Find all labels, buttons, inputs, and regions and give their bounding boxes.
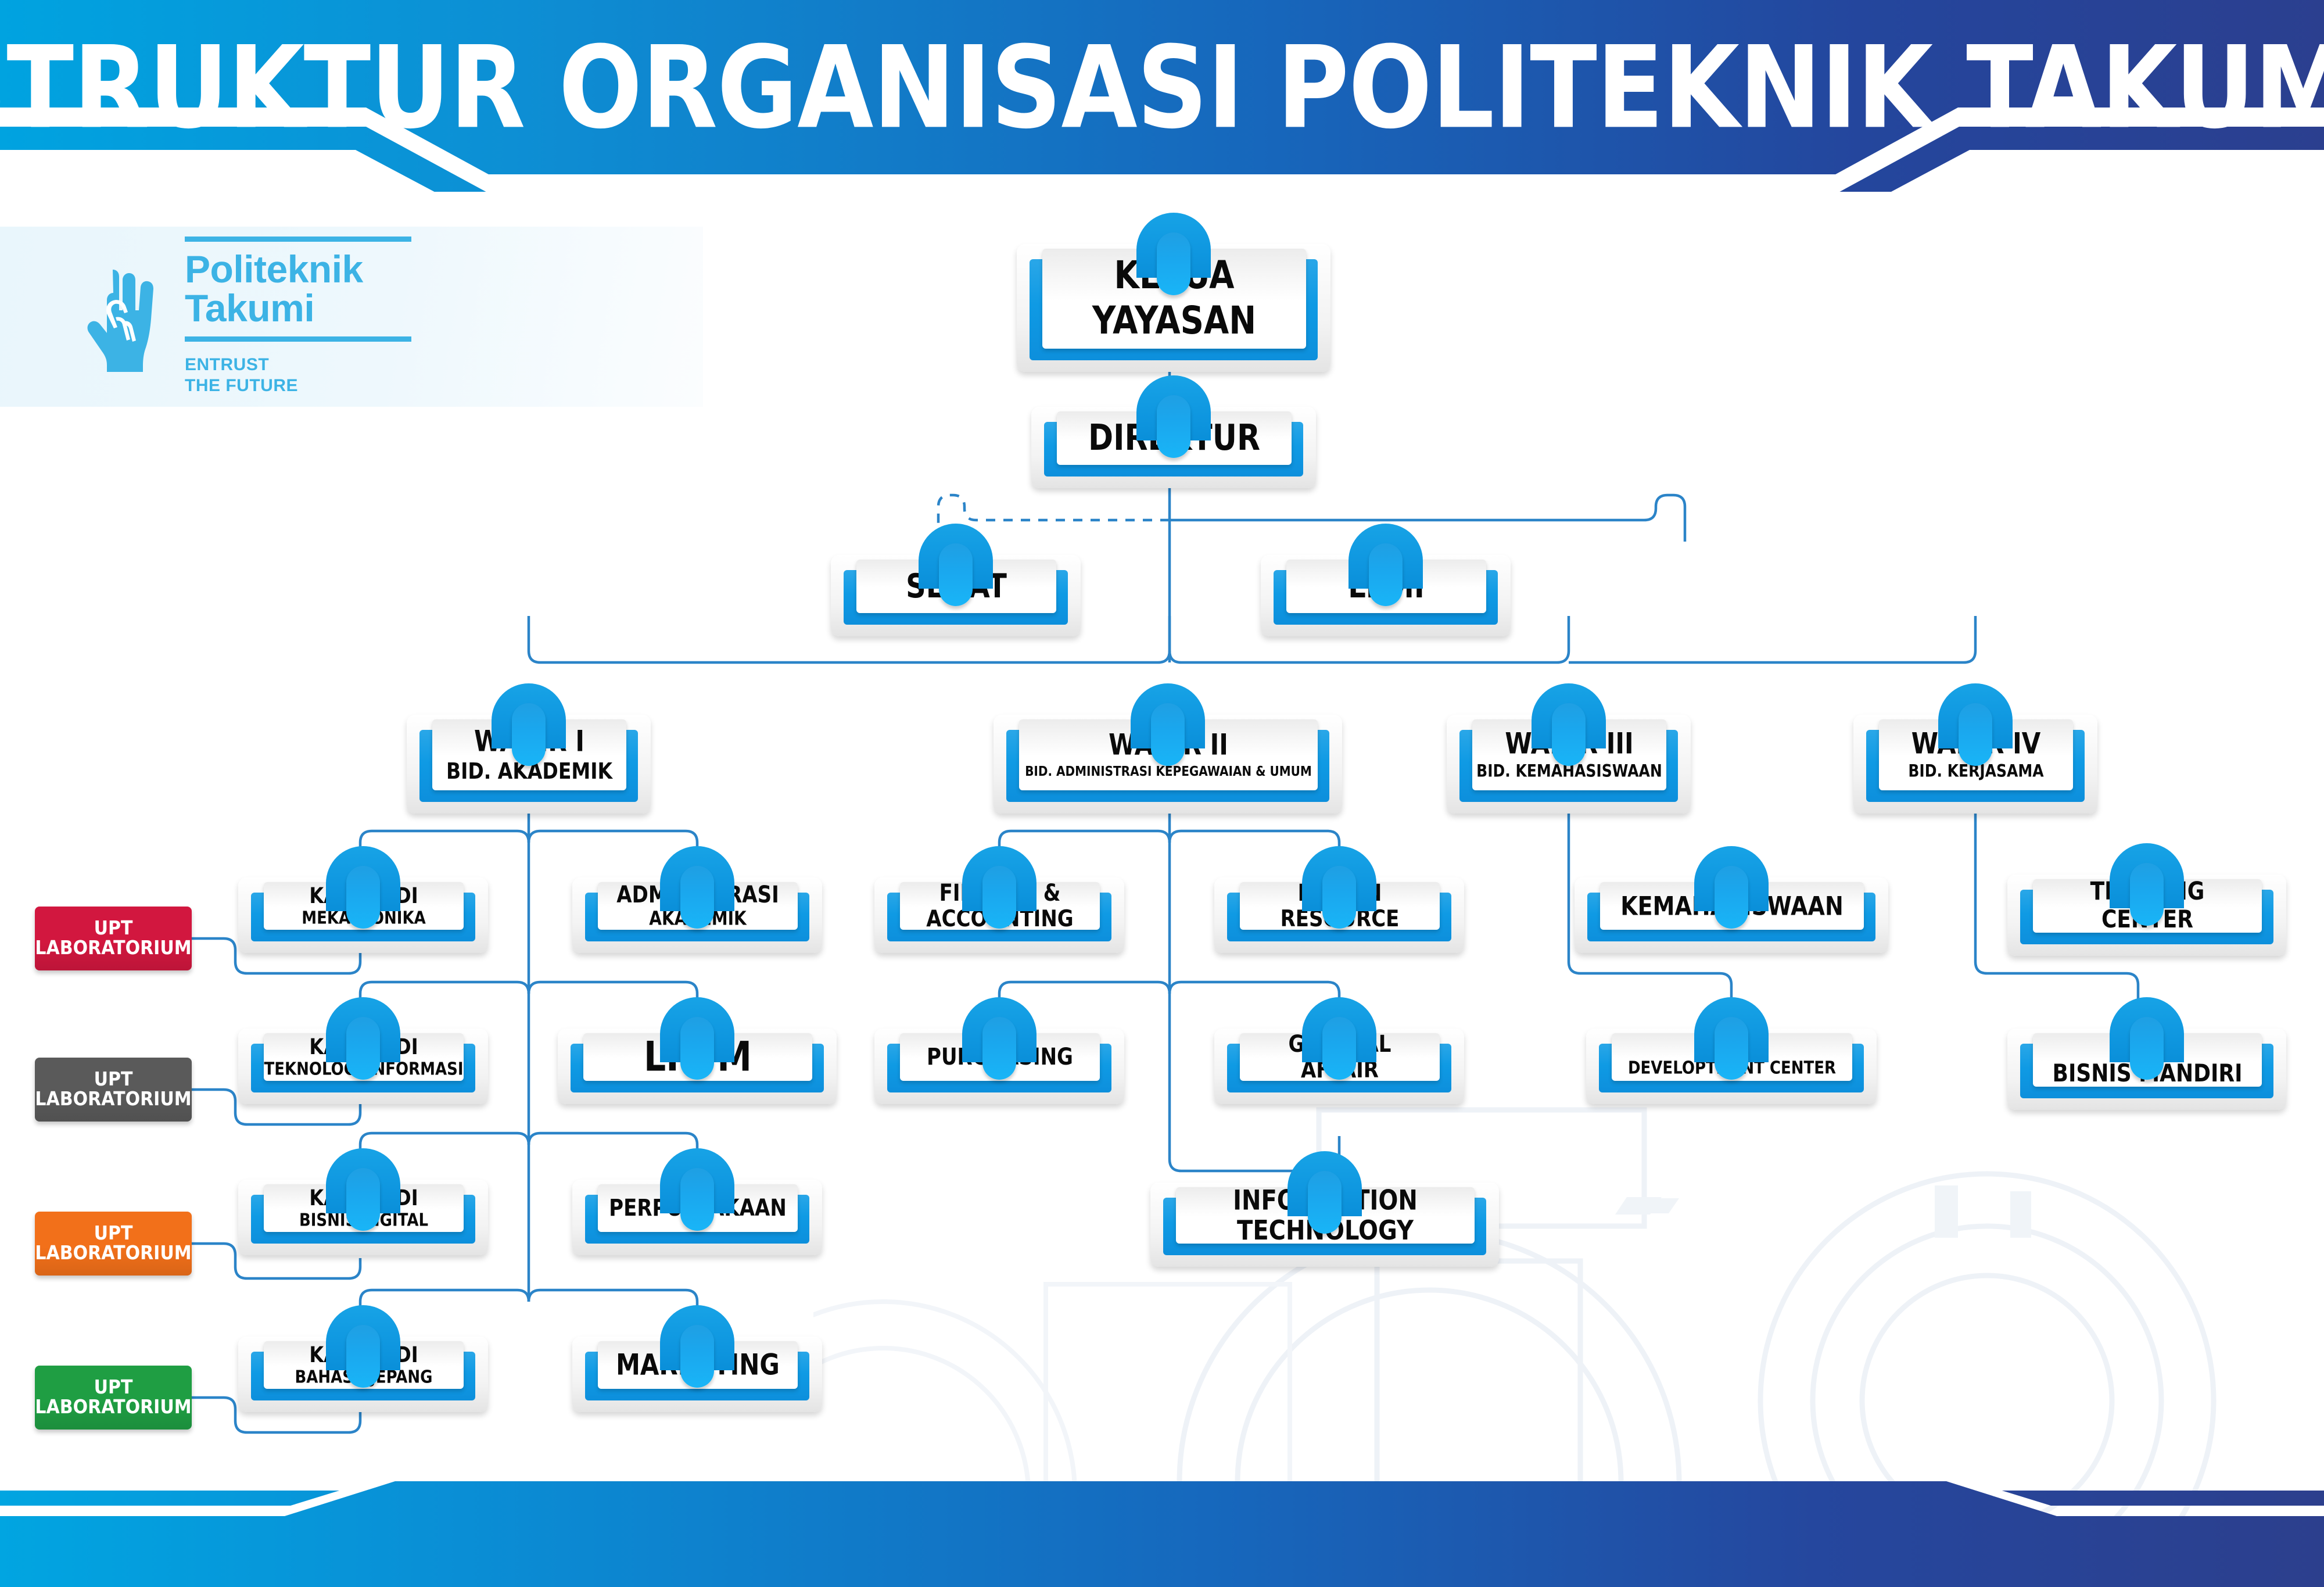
page-title: STRUKTUR ORGANISASI POLITEKNIK TAKUMI [0, 20, 2324, 154]
page-footer [0, 1471, 2324, 1587]
node-tab-icon [2110, 843, 2184, 926]
node-tab-icon [1302, 997, 1376, 1080]
node-perpustakaan[interactable]: PERPUSTAKAAN [572, 1148, 822, 1255]
node-purchasing[interactable]: PURCHASING [874, 997, 1124, 1104]
upt-label-line1: UPT [94, 1222, 133, 1245]
upt-label-line2: LABORATORIUM [35, 937, 192, 959]
upt-label-line2: LABORATORIUM [35, 1088, 192, 1110]
node-ketua-yayasan[interactable]: KETUA YAYASAN [1017, 213, 1330, 372]
upt-label-line1: UPT [94, 917, 133, 940]
logo-name-line2: Takumi [185, 286, 315, 330]
node-tab-icon [1532, 683, 1606, 766]
node-prodi-mekatronika[interactable]: KA. PRODI MEKATRONIKA [238, 846, 488, 953]
node-tab-icon [1694, 846, 1769, 929]
node-unit-bisnis-mandiri[interactable]: UNIT BISNIS MANDIRI [2007, 997, 2286, 1110]
node-general-affair[interactable]: GENERAL AFFAIR [1214, 997, 1464, 1104]
upt-laboratorium-3[interactable]: UPT LABORATORIUM [35, 1212, 192, 1276]
node-prodi-bisnis-digital[interactable]: KA. PRODI BISNIS DIGITAL [238, 1148, 488, 1255]
node-prodi-bahasa-jepang[interactable]: KA. PRODI BAHASA JEPANG [238, 1305, 488, 1412]
hand-logo-icon [87, 270, 153, 372]
node-tab-icon [962, 997, 1037, 1080]
logo-rule-bottom [185, 336, 411, 342]
node-tab-icon [326, 997, 400, 1080]
logo-tagline-line1: ENTRUST [185, 354, 270, 374]
upt-label-line1: UPT [94, 1068, 133, 1091]
upt-laboratorium-4[interactable]: UPT LABORATORIUM [35, 1366, 192, 1430]
upt-label-line2: LABORATORIUM [35, 1242, 192, 1264]
node-tab-icon [2110, 997, 2184, 1080]
node-lpmi[interactable]: LPMI [1261, 524, 1511, 636]
node-marketing[interactable]: MARKETING [572, 1305, 822, 1412]
node-tab-icon [660, 1148, 734, 1231]
upt-laboratorium-1[interactable]: UPT LABORATORIUM [35, 907, 192, 970]
node-tab-icon [1302, 846, 1376, 929]
node-wadir-4[interactable]: WADIR IV BID. KERJASAMA [1853, 683, 2097, 814]
node-tab-icon [919, 524, 993, 606]
node-information-technology[interactable]: INFORMATION TECHNOLOGY [1150, 1151, 1499, 1267]
node-wadir-1[interactable]: WADIR I BID. AKADEMIK [407, 683, 651, 814]
node-tab-icon [326, 1305, 400, 1388]
node-tab-icon [1694, 997, 1769, 1080]
node-lppm[interactable]: LPPM [558, 997, 837, 1104]
brand-logo-text: Politeknik Takumi ENTRUST THE FUTURE [185, 237, 411, 397]
node-tab-icon [660, 1305, 734, 1388]
node-training-center[interactable]: TRAINING CENTER [2007, 843, 2286, 956]
logo-rule-top [185, 237, 411, 242]
node-tab-icon [1349, 524, 1423, 606]
node-label-secondary: YAYASAN [1092, 299, 1257, 343]
node-prodi-teknologi-informasi[interactable]: KA. PRODI TEKNOLOGI INFORMASI [238, 997, 488, 1104]
node-tab-icon [1136, 375, 1211, 458]
node-direktur[interactable]: DIREKTUR [1031, 375, 1316, 488]
node-tab-icon [326, 1148, 400, 1231]
node-tab-icon [1938, 683, 2013, 766]
node-administrasi-akademik[interactable]: ADMINISTRASI AKADEMIK [572, 846, 822, 953]
node-carrer-development-center[interactable]: CARRER DEVELOPTMENT CENTER [1586, 997, 1877, 1104]
node-tab-icon [1131, 683, 1205, 766]
node-tab-icon [326, 846, 400, 929]
logo-tagline-line2: THE FUTURE [185, 376, 298, 396]
node-kemahasiswaan[interactable]: KEMAHASISWAAN [1575, 846, 1888, 953]
node-tab-icon [1287, 1151, 1362, 1234]
node-tab-icon [1136, 213, 1211, 295]
node-wadir-3[interactable]: WADIR III BID. KEMAHASISWAAN [1447, 683, 1691, 814]
node-finance-accounting[interactable]: FINANCE & ACCOUNTING [874, 846, 1124, 953]
node-tab-icon [660, 997, 734, 1080]
node-tab-icon [492, 683, 566, 766]
logo-tagline: ENTRUST THE FUTURE [185, 342, 411, 397]
logo-name-line1: Politeknik [185, 248, 363, 291]
upt-laboratorium-2[interactable]: UPT LABORATORIUM [35, 1058, 192, 1122]
node-label-secondary: BID. ADMINISTRASI KEPEGAWAIAN & UMUM [1025, 763, 1312, 779]
node-tab-icon [962, 846, 1037, 929]
brand-logo-panel: Politeknik Takumi ENTRUST THE FUTURE [0, 227, 703, 407]
node-wadir-2[interactable]: WADIR II BID. ADMINISTRASI KEPEGAWAIAN &… [994, 683, 1342, 814]
upt-label-line1: UPT [94, 1376, 133, 1399]
node-human-resource[interactable]: HUMAN RESOURCE [1214, 846, 1464, 953]
page-header: STRUKTUR ORGANISASI POLITEKNIK TAKUMI [0, 0, 2324, 192]
logo-name: Politeknik Takumi [185, 242, 411, 336]
upt-label-line2: LABORATORIUM [35, 1396, 192, 1418]
footer-banner-shape [0, 1481, 2324, 1587]
node-tab-icon [660, 846, 734, 929]
node-senat[interactable]: SENAT [831, 524, 1081, 636]
